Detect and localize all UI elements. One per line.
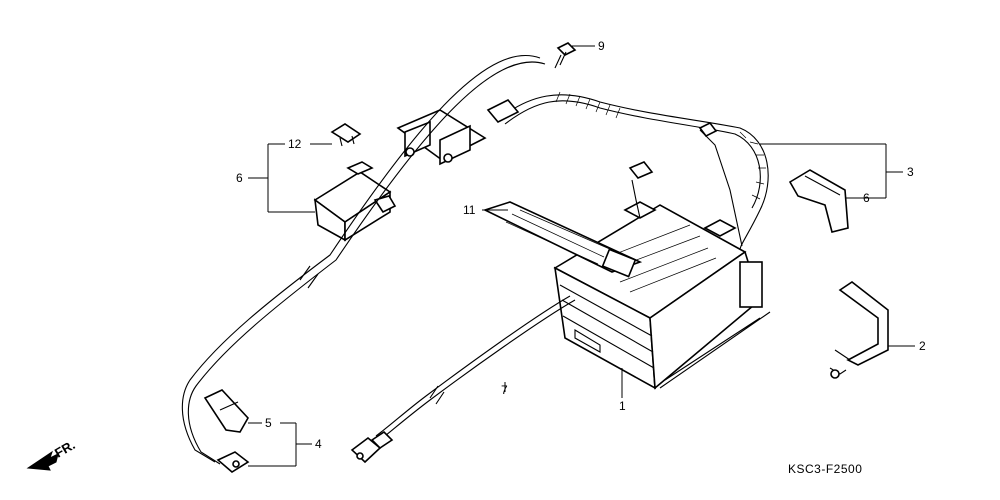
battery[interactable]: [553, 201, 771, 390]
callout-2: 2: [919, 339, 926, 353]
callout-8: 6: [236, 171, 243, 185]
callout-4: 4: [315, 437, 322, 451]
starter-cable[interactable]: [181, 55, 546, 473]
battery-band[interactable]: [482, 201, 643, 278]
front-indicator: FR.: [26, 437, 78, 471]
front-arrow-icon: [26, 450, 59, 471]
callout-7: 7: [501, 383, 508, 397]
callout-5: 5: [265, 416, 272, 430]
starter-relay[interactable]: [313, 161, 397, 242]
bolt[interactable]: [554, 42, 577, 69]
terminal-cover-upper[interactable]: [788, 169, 849, 233]
battery-cable-harness[interactable]: [396, 91, 769, 251]
callout-1: 1: [619, 399, 626, 413]
leader-lines: [248, 45, 915, 467]
callout-3: 3: [907, 165, 914, 179]
diagram-code: KSC3-F2500: [788, 462, 862, 476]
callout-12: 12: [288, 137, 302, 151]
callout-9: 9: [598, 39, 605, 53]
terminal-cover[interactable]: [203, 389, 249, 433]
callout-6-upper: 6: [863, 191, 870, 205]
battery-holder-bracket[interactable]: [829, 281, 889, 379]
callout-11: 11: [463, 203, 476, 217]
negative-cable[interactable]: [350, 295, 576, 464]
fuse[interactable]: [330, 123, 362, 147]
